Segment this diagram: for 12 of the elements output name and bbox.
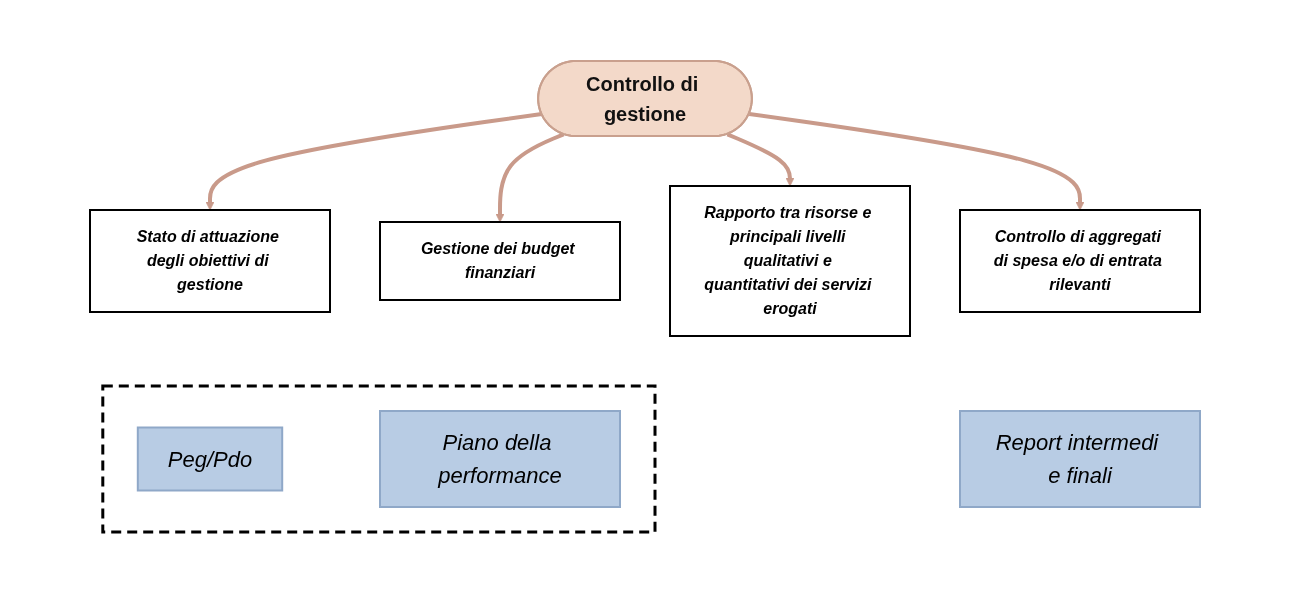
arrow <box>749 111 1085 210</box>
arrow <box>726 131 795 186</box>
node-box: Rapporto tra risorse e principali livelli qualitativi e quantitativi dei servizi erogati <box>669 184 911 337</box>
node-box: Peg/Pdo <box>136 426 284 491</box>
arrow <box>495 131 565 222</box>
arrow <box>205 111 542 210</box>
node-box: Piano della performance <box>379 409 621 508</box>
node-box: Controllo di aggregati di spesa e/o di entrata rilevanti <box>959 208 1201 313</box>
node-box: Report intermedi e finali <box>959 409 1201 508</box>
cluster <box>101 384 657 533</box>
node-box: Gestione dei budget finanziari <box>379 220 621 301</box>
node-box: Stato di attuazione degli obiettivi di gestione <box>89 208 331 313</box>
